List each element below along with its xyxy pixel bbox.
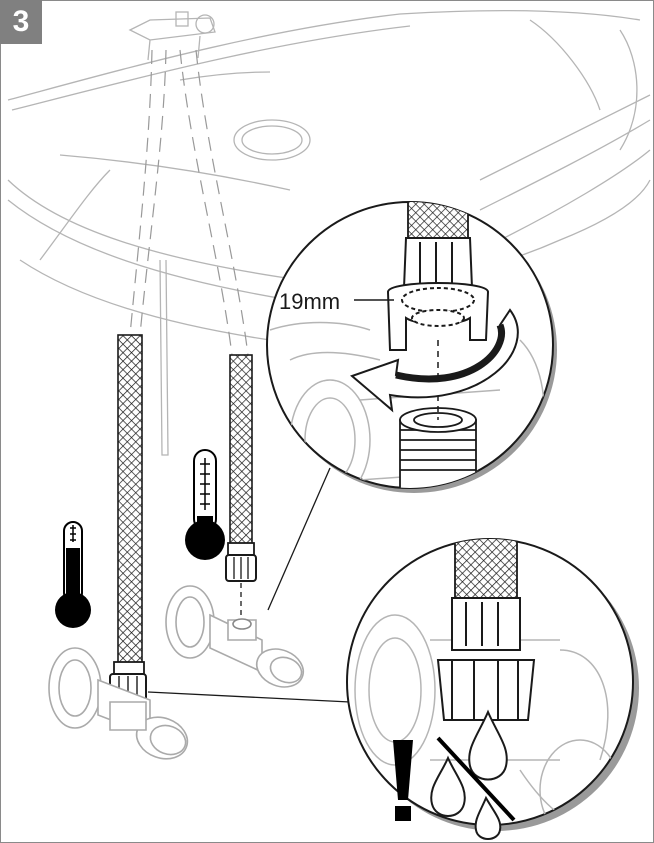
detail-zoom-wrench — [266, 201, 557, 493]
hot-water-hose — [109, 334, 147, 703]
detail-leader-lines — [147, 467, 351, 703]
exclamation-icon — [393, 740, 413, 821]
angle-valve-left — [48, 647, 189, 760]
angle-valve-right — [165, 585, 305, 688]
hose-path-guides — [129, 49, 249, 356]
step-number-badge: 3 — [0, 0, 42, 44]
thermometer-hot-icon — [55, 521, 91, 628]
detail-zoom-connection — [346, 538, 639, 831]
cold-water-hose — [225, 354, 257, 620]
wrench-size-label: 19mm — [279, 289, 341, 314]
thermometer-cold-icon — [185, 449, 225, 560]
wash-basin — [7, 9, 651, 456]
no-drips-icon — [430, 709, 516, 840]
